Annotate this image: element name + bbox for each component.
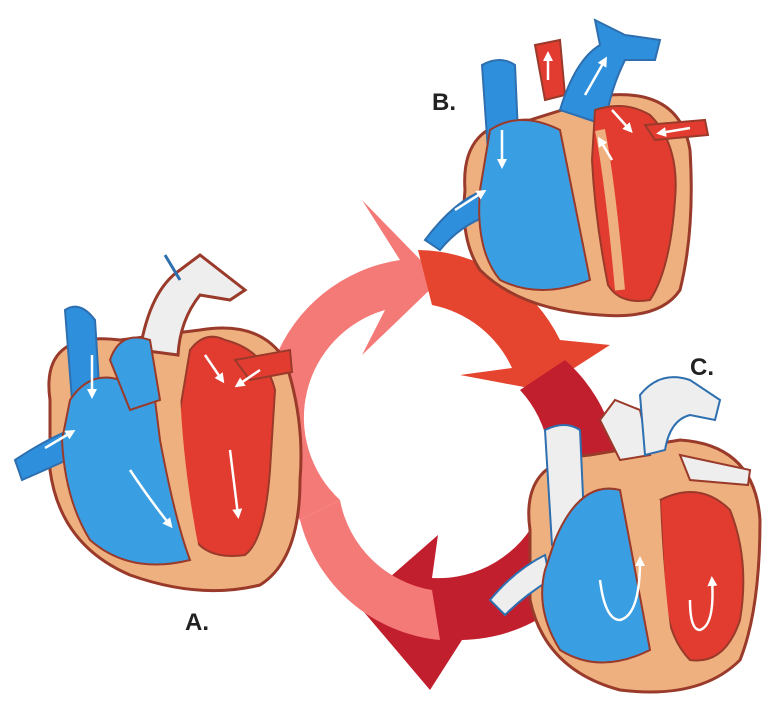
heart-diagram-c <box>490 377 760 692</box>
label-c: C. <box>690 354 714 381</box>
label-a: A. <box>185 609 209 636</box>
label-b: B. <box>432 89 456 116</box>
heart-diagram-a <box>15 255 301 591</box>
